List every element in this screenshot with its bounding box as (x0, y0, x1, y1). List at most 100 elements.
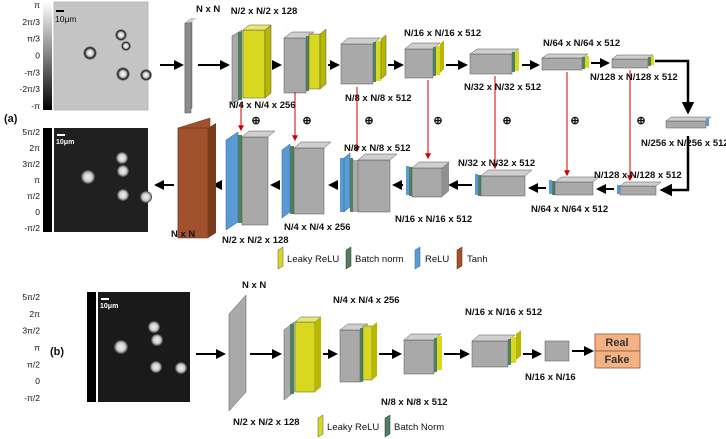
colorbar-tick-label: -π/2 (24, 393, 40, 403)
concat-symbol: ⊕ (433, 115, 442, 127)
encoder-layer-n2 (231, 24, 272, 105)
panel-a-label: (a) (4, 113, 18, 125)
decoder-layer-n64 (549, 176, 600, 196)
concat-symbol: ⊕ (364, 115, 373, 127)
decoder-label: N/128 x N/128 x 512 (594, 170, 682, 181)
colorbar-tick-label: 3π/2 (22, 326, 40, 336)
colorbar-tick-label: π/2 (27, 359, 40, 369)
encoder-label: N x N (196, 4, 220, 15)
disc-layer-n16 (471, 330, 521, 368)
decoder-layer-output-tanh (177, 117, 216, 239)
encoder-label: N/64 x N/64 x 512 (543, 38, 620, 49)
panel-b-label: (b) (50, 346, 64, 358)
real-label: Real (605, 337, 628, 349)
encoder-label: N/16 x N/16 x 512 (404, 28, 481, 39)
decoder-label: N/16 x N/16 x 512 (395, 214, 472, 225)
encoder-layer-n16 (404, 40, 444, 79)
colorbar-tick-label: π (34, 175, 40, 185)
legend-leaky-relu-b: Leaky ReLU (327, 422, 379, 433)
disc-layer-n8 (403, 333, 442, 375)
disc-layer-n4 (339, 322, 377, 383)
discriminator-label: N x N (242, 280, 266, 291)
encoder-layer-n4 (283, 28, 327, 94)
encoder-layer-nxn (184, 17, 197, 114)
colorbar-ticks-a-input: π 2π/3 π/3 0 -π/3 -2π/3 -π (19, 0, 40, 111)
scale-bar-label: 10μm (55, 14, 76, 24)
colorbar-tick-label: -π (31, 101, 40, 111)
decoder-label: N/2 x N/2 x 128 (222, 235, 289, 246)
decoder-layer-n32 (475, 169, 533, 197)
colorbar-tick-label: π (34, 0, 40, 10)
concat-symbol: ⊕ (502, 115, 511, 127)
colorbar-tick-label: -π/3 (24, 67, 40, 77)
colorbar-tick-label: -2π/3 (19, 84, 40, 94)
legend-leaky-relu: Leaky ReLU (287, 254, 339, 265)
concat-symbol: ⊕ (251, 115, 260, 127)
skip-connections (238, 70, 633, 182)
colorbar-tick-label: 0 (35, 51, 40, 61)
decoder-layer-n8 (340, 152, 398, 213)
colorbar-a-input (43, 2, 52, 110)
input-phase-image-a: 10μm (53, 1, 152, 111)
decoder-label: N/8 x N/8 x 512 (344, 143, 411, 154)
concat-symbols: ⊕⊕⊕⊕⊕⊕⊕ (251, 115, 645, 127)
colorbar-tick-label: -π/2 (24, 223, 40, 233)
colorbar-tick-label: π (34, 343, 40, 353)
disc-layer-n2 (283, 316, 322, 401)
decoder-label: N/32 x N/32 x 512 (458, 158, 535, 169)
decoder-label: N x N (171, 229, 195, 240)
colorbar-tick-label: 0 (35, 376, 40, 386)
colorbar-tick-label: 2π (29, 143, 40, 153)
legend-batch-norm-b: Batch Norm (394, 422, 444, 433)
encoder-label: N/2 x N/2 x 128 (231, 6, 298, 17)
input-phase-image-b: 10μm (98, 292, 190, 402)
disc-layer-patch (544, 340, 570, 362)
colorbar-b (87, 292, 96, 402)
discriminator-label: N/2 x N/2 x 128 (233, 417, 300, 428)
encoder-layer-n8 (340, 34, 387, 85)
colorbar-a-output (43, 128, 52, 232)
encoder-label: N/128 x N/128 x 512 (590, 72, 678, 83)
encoder-label: N/256 x N/256 x 512 (641, 138, 726, 149)
legend-batch-norm: Batch norm (355, 254, 404, 265)
colorbar-tick-label: 2π/3 (22, 17, 40, 27)
real-fake-output: Real Fake (594, 333, 641, 369)
discriminator-label: N/16 x N/16 (525, 372, 576, 383)
colorbar-tick-label: 5π/2 (22, 127, 40, 137)
colorbar-tick-label: 0 (35, 207, 40, 217)
encoder-layer-n64 (541, 53, 589, 71)
disc-layer-nxn (228, 294, 247, 412)
colorbar-tick-label: π/2 (27, 191, 40, 201)
encoder-layer-n128 (611, 54, 654, 69)
encoder-label: N/32 x N/32 x 512 (464, 82, 541, 93)
legend-tanh: Tanh (467, 254, 488, 265)
concat-symbol: ⊕ (636, 115, 645, 127)
encoder-label: N/4 x N/4 x 256 (229, 100, 296, 111)
concat-symbol: ⊕ (570, 115, 579, 127)
encoder-label: N/8 x N/8 x 512 (345, 93, 412, 104)
output-phase-image-a: 10μm (54, 128, 152, 232)
bottleneck-layer (665, 116, 712, 129)
discriminator-label: N/4 x N/4 x 256 (333, 295, 400, 306)
decoder-layer-n2 (225, 130, 276, 231)
colorbar-tick-label: 5π/2 (22, 292, 40, 302)
decoder-label: N/4 x N/4 x 256 (284, 222, 351, 233)
encoder-layer-n32 (469, 48, 520, 75)
colorbar-ticks-a-output: 5π/2 2π 3π/2 π π/2 0 -π/2 (22, 127, 40, 233)
legend-b: Leaky ReLU Batch Norm (317, 414, 444, 438)
colorbar-tick-label: π/3 (27, 34, 40, 44)
scale-bar-label: 10μm (100, 303, 118, 310)
decoder-label: N/64 x N/64 x 512 (531, 204, 608, 215)
colorbar-tick-label: 3π/2 (22, 159, 40, 169)
scale-bar-label: 10μm (56, 139, 74, 146)
discriminator-label: N/8 x N/8 x 512 (381, 397, 448, 408)
decoder-layer-n16 (406, 161, 450, 198)
decoder-layer-n4 (281, 141, 332, 219)
decoder-layer-n128 (617, 181, 662, 196)
legend-relu: ReLU (425, 254, 449, 265)
